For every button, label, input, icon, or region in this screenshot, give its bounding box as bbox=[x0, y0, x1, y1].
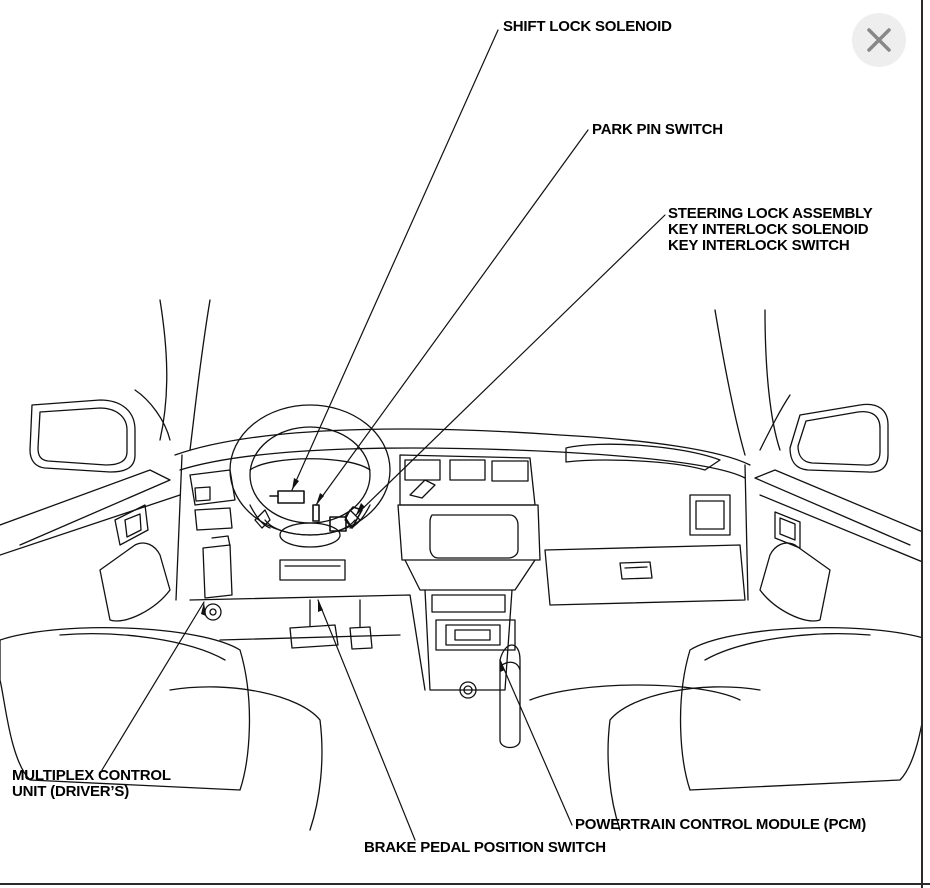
brake-pedal-leader bbox=[317, 599, 416, 841]
label-key-interlock-switch: KEY INTERLOCK SWITCH bbox=[668, 237, 850, 254]
multiplex-leader bbox=[101, 601, 205, 771]
dashboard bbox=[174, 428, 751, 601]
floor-pedals bbox=[189, 594, 426, 691]
side-mirrors bbox=[29, 399, 889, 473]
shift-lock-leader bbox=[291, 29, 499, 491]
label-steering-lock-assembly: STEERING LOCK ASSEMBLY bbox=[668, 205, 873, 222]
label-multiplex-control: MULTIPLEX CONTROL bbox=[12, 767, 171, 784]
viewer-bottom-border bbox=[0, 883, 930, 888]
label-multiplex-unit-drivers: UNIT (DRIVER’S) bbox=[12, 783, 130, 800]
center-console bbox=[397, 454, 541, 749]
steering-wheel bbox=[229, 404, 391, 581]
seats bbox=[0, 627, 930, 831]
label-powertrain-control-module: POWERTRAIN CONTROL MODULE (PCM) bbox=[575, 816, 867, 833]
leader-lines bbox=[101, 29, 666, 841]
component-markers bbox=[269, 490, 363, 532]
close-icon bbox=[867, 28, 891, 52]
multiplex-unit-drawing bbox=[202, 535, 233, 621]
park-pin-leader bbox=[315, 129, 589, 506]
doors bbox=[0, 469, 930, 622]
close-button[interactable] bbox=[852, 13, 906, 67]
glove-box bbox=[544, 494, 746, 606]
arrowheads bbox=[201, 478, 505, 672]
label-park-pin-switch: PARK PIN SWITCH bbox=[592, 121, 723, 138]
label-key-interlock-solenoid: KEY INTERLOCK SOLENOID bbox=[668, 221, 869, 238]
a-pillars bbox=[134, 299, 791, 456]
viewer-right-border bbox=[921, 0, 930, 888]
pcm-leader bbox=[499, 659, 573, 826]
label-brake-pedal-position-switch: BRAKE PEDAL POSITION SWITCH bbox=[364, 839, 606, 856]
label-shift-lock-solenoid: SHIFT LOCK SOLENOID bbox=[503, 18, 672, 35]
steering-lock-leader bbox=[355, 214, 666, 516]
